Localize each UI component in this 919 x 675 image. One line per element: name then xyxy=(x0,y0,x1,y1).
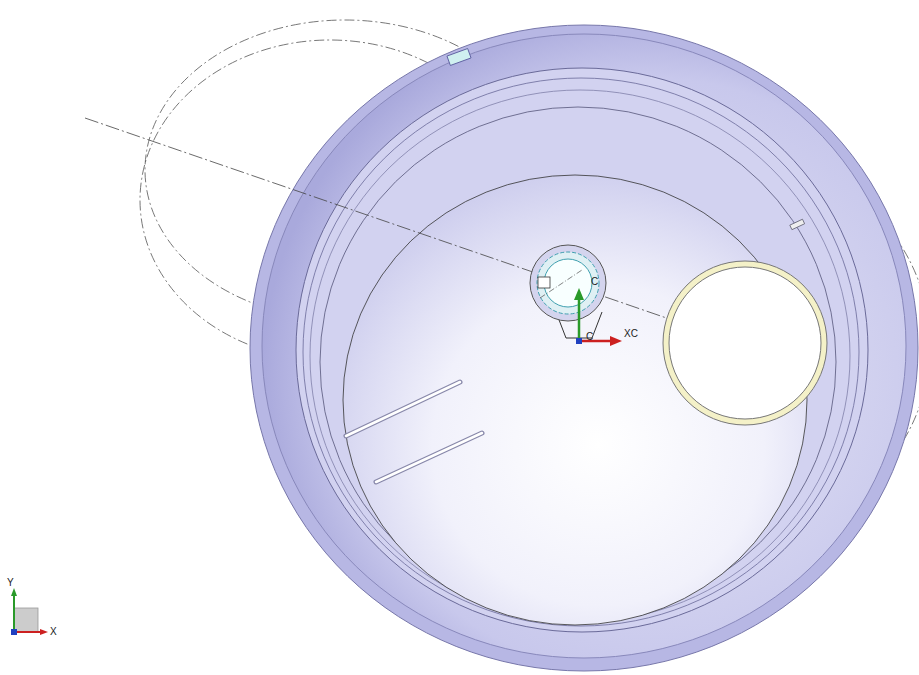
view-triad xyxy=(11,588,48,635)
axis-label: XC xyxy=(624,329,638,339)
work-coordinate-axes xyxy=(574,288,622,346)
axis-label: C xyxy=(586,332,593,342)
axis-label: C xyxy=(591,277,598,287)
baffle-bars xyxy=(346,382,482,482)
center-fitting xyxy=(530,245,606,338)
triad-label: Y xyxy=(7,578,14,588)
triad-label: X xyxy=(50,627,57,637)
